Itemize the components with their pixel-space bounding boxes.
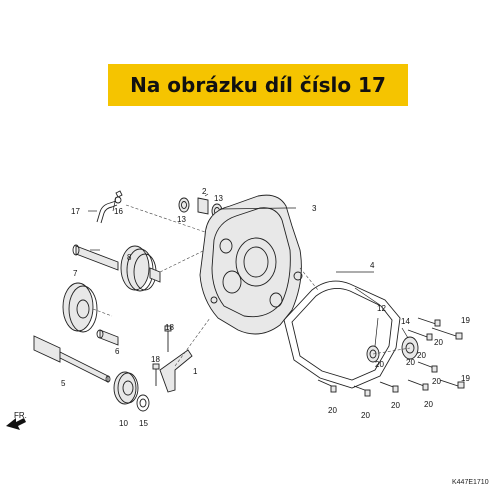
part-15-oil-seal[interactable] <box>136 394 150 412</box>
part-10-bearing[interactable] <box>113 371 139 405</box>
part-3-transmission-case[interactable] <box>199 194 303 335</box>
part-2-dowel[interactable] <box>197 197 209 215</box>
part-13-bearing-a[interactable] <box>178 197 190 213</box>
callout-20-b: 20 <box>432 377 441 386</box>
callout-15: 15 <box>139 419 148 428</box>
diagram-code: K447E1710 <box>452 479 489 486</box>
callout-3: 3 <box>312 204 317 213</box>
callout-4: 4 <box>370 261 375 270</box>
callout-20-c: 20 <box>406 358 415 367</box>
callout-6: 6 <box>115 347 120 356</box>
callout-20-i: 20 <box>417 351 426 360</box>
part-8-shaft-gear[interactable] <box>72 244 161 292</box>
banner-text: Na obrázku díl číslo 17 <box>130 73 386 97</box>
callout-20-f: 20 <box>391 401 400 410</box>
callout-5: 5 <box>61 379 66 388</box>
part-number-banner: Na obrázku díl číslo 17 <box>108 64 408 106</box>
part-18-bolt-a[interactable] <box>164 325 172 352</box>
callout-12: 12 <box>377 304 386 313</box>
callout-1: 1 <box>193 367 198 376</box>
front-direction-arrow-icon <box>6 418 26 430</box>
part-20-bolts[interactable] <box>317 317 441 397</box>
callout-19-b: 19 <box>461 374 470 383</box>
callout-19-a: 19 <box>461 316 470 325</box>
part-19-bolt-b[interactable] <box>439 379 465 389</box>
callout-18-a: 18 <box>165 323 174 332</box>
callout-20-d: 20 <box>375 360 384 369</box>
part-1-bracket[interactable] <box>159 349 193 393</box>
callout-20-e: 20 <box>424 400 433 409</box>
part-6-pinion[interactable] <box>96 329 119 346</box>
part-19-bolt-a[interactable] <box>431 327 463 340</box>
part-16-clip[interactable] <box>115 190 123 198</box>
part-5-final-shaft[interactable] <box>33 335 111 383</box>
callout-20-g: 20 <box>361 411 370 420</box>
callout-20-h: 20 <box>328 406 337 415</box>
callout-16: 16 <box>114 207 123 216</box>
callout-14: 14 <box>401 317 410 326</box>
direction-label: FR. <box>14 411 27 420</box>
callout-13-b: 13 <box>214 194 223 203</box>
callout-2: 2 <box>202 187 207 196</box>
callout-8: 8 <box>127 253 132 262</box>
part-18-bolt-b[interactable] <box>152 363 160 386</box>
callout-13-a: 13 <box>177 215 186 224</box>
callout-17: 17 <box>71 207 80 216</box>
part-7-gear[interactable] <box>62 282 113 333</box>
callout-20-a: 20 <box>434 338 443 347</box>
part-4-gasket[interactable] <box>283 280 401 389</box>
callout-18-b: 18 <box>151 355 160 364</box>
callout-10: 10 <box>119 419 128 428</box>
callout-7: 7 <box>73 269 78 278</box>
